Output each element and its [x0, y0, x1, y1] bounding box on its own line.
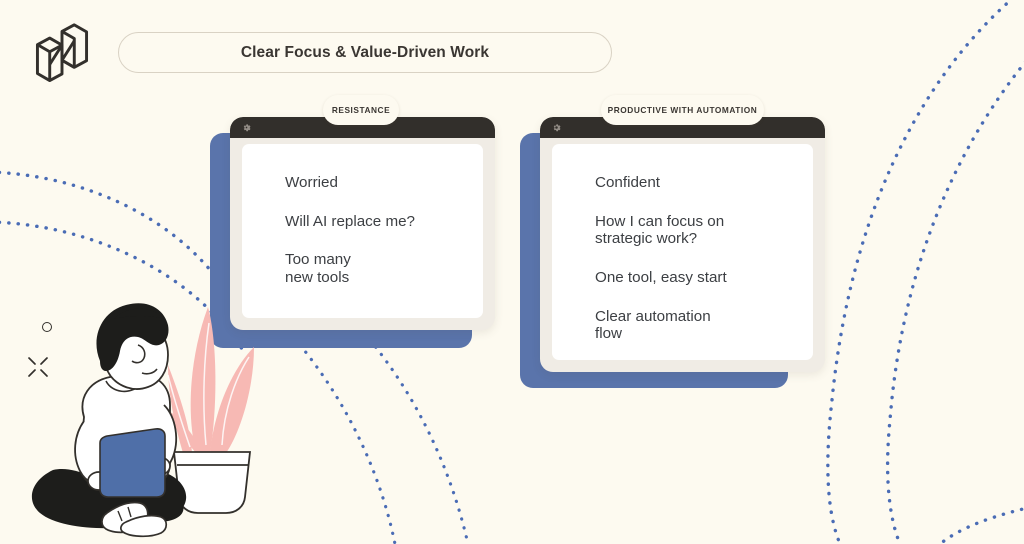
laptop: [99, 428, 166, 498]
brand-logo-icon: [35, 23, 89, 83]
badge-productive-with-automation: PRODUCTIVE WITH AUTOMATION: [601, 95, 764, 125]
card-line: Will AI replace me?: [285, 212, 415, 230]
gear-icon[interactable]: [551, 122, 562, 133]
card-resistance[interactable]: Worried Will AI replace me? Too many new…: [210, 100, 510, 352]
card-line: Worried: [285, 174, 338, 191]
badge-label: RESISTANCE: [331, 105, 391, 115]
card-line: How I can focus on strategic work?: [595, 212, 725, 248]
gear-icon[interactable]: [241, 122, 252, 133]
small-circle-mark: [42, 322, 52, 332]
window-frame: Confident How I can focus on strategic w…: [540, 117, 825, 372]
card-line: Too many new tools: [285, 251, 351, 286]
person-with-laptop-illustration: [31, 303, 254, 538]
window-frame: Worried Will AI replace me? Too many new…: [230, 117, 495, 330]
badge-label: PRODUCTIVE WITH AUTOMATION: [607, 105, 758, 115]
page-title-pill: Clear Focus & Value-Driven Work: [118, 32, 612, 73]
window-titlebar: [230, 117, 495, 138]
person-head: [96, 303, 169, 390]
card-line: Clear automation flow: [595, 307, 711, 343]
card-line: Confident: [595, 174, 661, 191]
card-productive-with-automation[interactable]: Confident How I can focus on strategic w…: [520, 100, 825, 392]
card-text-block: Confident How I can focus on strategic w…: [595, 174, 801, 343]
badge-resistance: RESISTANCE: [323, 95, 399, 125]
person-shoes: [101, 501, 168, 538]
spark-mark-icon: [28, 357, 48, 377]
card-line: One tool, easy start: [595, 268, 727, 286]
card-text-block: Worried Will AI replace me? Too many new…: [285, 174, 471, 287]
window-screen: Confident How I can focus on strategic w…: [552, 144, 813, 360]
plant-pot: [172, 451, 252, 514]
page-title: Clear Focus & Value-Driven Work: [240, 43, 490, 61]
window-screen: Worried Will AI replace me? Too many new…: [242, 144, 483, 318]
